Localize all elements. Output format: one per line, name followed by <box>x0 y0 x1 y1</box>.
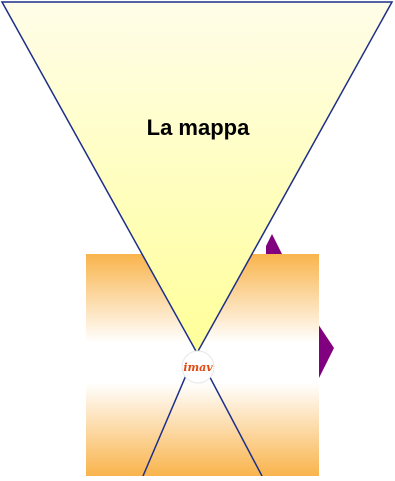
lower-line-left <box>142 365 191 477</box>
arrow-shape-right <box>318 324 334 380</box>
diagram-title: La mappa <box>146 115 250 140</box>
arrow-shape-upper <box>266 234 285 260</box>
logo-text: imav <box>183 361 213 374</box>
funnel-shape <box>0 1 394 355</box>
imav-logo: imav <box>181 350 215 384</box>
lower-line-right <box>203 365 263 477</box>
